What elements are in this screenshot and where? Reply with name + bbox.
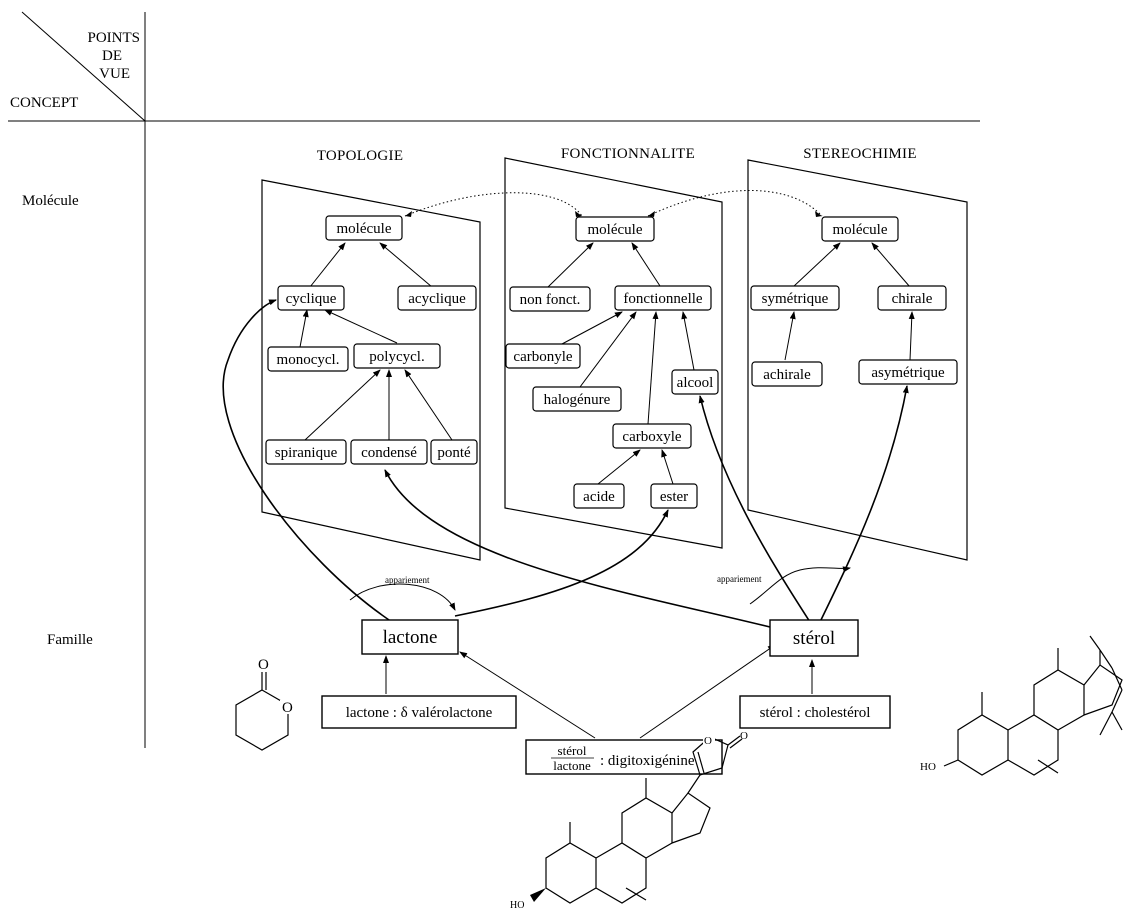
node-topo-cyclique: cyclique [277,285,345,311]
valerolactone-structure: O O [235,657,296,751]
instance-lactone: lactone : δ valérolactone [321,695,517,729]
header-grid: POINTS DE VUE CONCEPT [8,11,980,748]
svg-text:HO: HO [510,900,524,911]
svg-text:stérol : cholestérol: stérol : cholestérol [760,705,871,721]
header-vue: VUE [99,66,130,82]
row-label-molecule: Molécule [22,193,79,209]
correspondence-arc-1 [404,192,583,217]
svg-text:ester: ester [660,489,688,505]
svg-text:halogénure: halogénure [544,392,611,408]
svg-text:cyclique: cyclique [286,291,337,307]
node-fonc-alcool: alcool [671,369,719,395]
digitoxigenine-structure: O O HO [510,730,748,911]
plane-stereochimie [747,159,968,561]
svg-text:stérol: stérol [558,743,587,758]
svg-text:acyclique: acyclique [408,291,466,307]
node-topo-acyclique: acyclique [397,285,477,311]
cholesterol-structure: HO [920,635,1123,776]
svg-text:molécule: molécule [833,222,888,238]
svg-text:lactone: lactone [553,758,591,773]
fonctionnalite-edges [547,242,695,485]
svg-text:lactone : δ valérolactone: lactone : δ valérolactone [346,705,493,721]
node-fonc-carbonyle: carbonyle [505,343,581,369]
svg-text:molécule: molécule [588,222,643,238]
svg-text:symétrique: symétrique [762,291,829,307]
node-fonc-non-fonct: non fonct. [509,286,591,312]
svg-text:ponté: ponté [437,445,471,461]
svg-text:monocycl.: monocycl. [277,352,340,368]
svg-text:HO: HO [920,761,936,773]
node-stereo-achirale: achirale [751,361,823,387]
svg-text:O: O [740,730,748,742]
family-lactone: lactone [361,619,459,655]
svg-text:acide: acide [583,489,615,505]
node-fonc-acide: acide [573,483,625,509]
svg-text:chirale: chirale [892,291,933,307]
node-topo-monocycl: monocycl. [267,346,349,372]
topologie-edges [299,242,453,441]
plane-topologie [261,179,481,561]
header-concept: CONCEPT [10,95,78,111]
svg-text:alcool: alcool [677,375,714,391]
svg-text:fonctionnelle: fonctionnelle [623,291,702,307]
node-topo-spiranique: spiranique [265,439,347,465]
instance-sterol: stérol : cholestérol [739,695,891,729]
node-stereo-asymetrique: asymétrique [858,359,958,385]
family-sterol: stérol [769,619,859,657]
svg-text:achirale: achirale [763,367,811,383]
header-points: POINTS [87,30,140,46]
svg-text:O: O [704,735,712,747]
node-stereo-chirale: chirale [877,285,947,311]
plane-title-topologie: TOPOLOGIE [317,148,404,164]
node-fonc-halogenure: halogénure [532,386,622,412]
row-label-famille: Famille [47,632,93,648]
svg-text:carboxyle: carboxyle [622,429,681,445]
svg-text:asymétrique: asymétrique [871,365,945,381]
stereochimie-edges [784,242,915,361]
plane-title-fonctionnalite: FONCTIONNALITE [561,146,695,162]
svg-text:molécule: molécule [337,221,392,237]
instance-digitoxigenine: stérol lactone : digitoxigénine [525,739,723,775]
node-fonc-ester: ester [650,483,698,509]
header-de: DE [102,48,122,64]
node-fonc-molecule: molécule [575,216,655,242]
node-topo-molecule: molécule [325,215,403,241]
svg-text:non fonct.: non fonct. [520,292,581,308]
node-stereo-symetrique: symétrique [750,285,840,311]
svg-text:polycycl.: polycycl. [369,349,424,365]
svg-text:condensé: condensé [361,445,417,461]
appariement-left-label: appariement [385,575,430,585]
node-fonc-fonctionnelle: fonctionnelle [614,285,712,311]
node-topo-condense: condensé [350,439,428,465]
plane-fonctionnalite [504,157,723,549]
node-fonc-carboxyle: carboxyle [612,423,692,449]
node-stereo-molecule: molécule [821,216,899,242]
svg-text:stérol: stérol [793,628,835,649]
node-topo-polycycl: polycycl. [353,343,441,369]
node-topo-ponte: ponté [430,439,478,465]
plane-title-stereochimie: STEREOCHIMIE [803,146,917,162]
family-links [222,299,909,739]
svg-text:lactone: lactone [383,627,438,648]
svg-text:carbonyle: carbonyle [513,349,572,365]
correspondence-arc-2 [647,190,823,217]
svg-text:spiranique: spiranique [275,445,338,461]
svg-text:: digitoxigénine: : digitoxigénine [600,753,695,769]
appariement-right-label: appariement [717,574,762,584]
svg-text:O: O [258,657,269,673]
svg-text:O: O [282,700,293,716]
